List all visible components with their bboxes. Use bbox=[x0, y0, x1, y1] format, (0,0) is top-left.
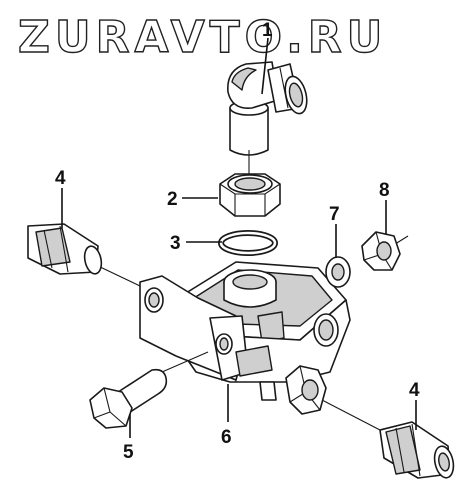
part-6-valve-body bbox=[139, 261, 351, 401]
part-8-nut bbox=[361, 231, 409, 271]
part-7-washer bbox=[325, 256, 351, 288]
callout-7: 7 bbox=[329, 204, 340, 225]
callout-2: 2 bbox=[167, 189, 178, 210]
part-5-bolt bbox=[89, 351, 209, 429]
callout-4-left: 4 bbox=[55, 168, 66, 189]
part-3-o-ring bbox=[218, 230, 278, 256]
part-1-elbow-fitting bbox=[227, 61, 308, 156]
lower-nut bbox=[285, 365, 327, 415]
callout-3: 3 bbox=[170, 233, 181, 254]
callout-6: 6 bbox=[221, 427, 232, 448]
callout-5: 5 bbox=[123, 442, 134, 463]
callout-1: 1 bbox=[262, 20, 273, 41]
part-4-connector-left bbox=[27, 223, 141, 287]
leader-1 bbox=[261, 37, 269, 95]
part-2-hex-nut bbox=[219, 173, 281, 217]
watermark: ZURAVTO.RU bbox=[18, 12, 387, 63]
part-4-connector-right bbox=[321, 399, 455, 479]
callout-8: 8 bbox=[379, 180, 390, 201]
callout-4-right: 4 bbox=[409, 380, 420, 401]
